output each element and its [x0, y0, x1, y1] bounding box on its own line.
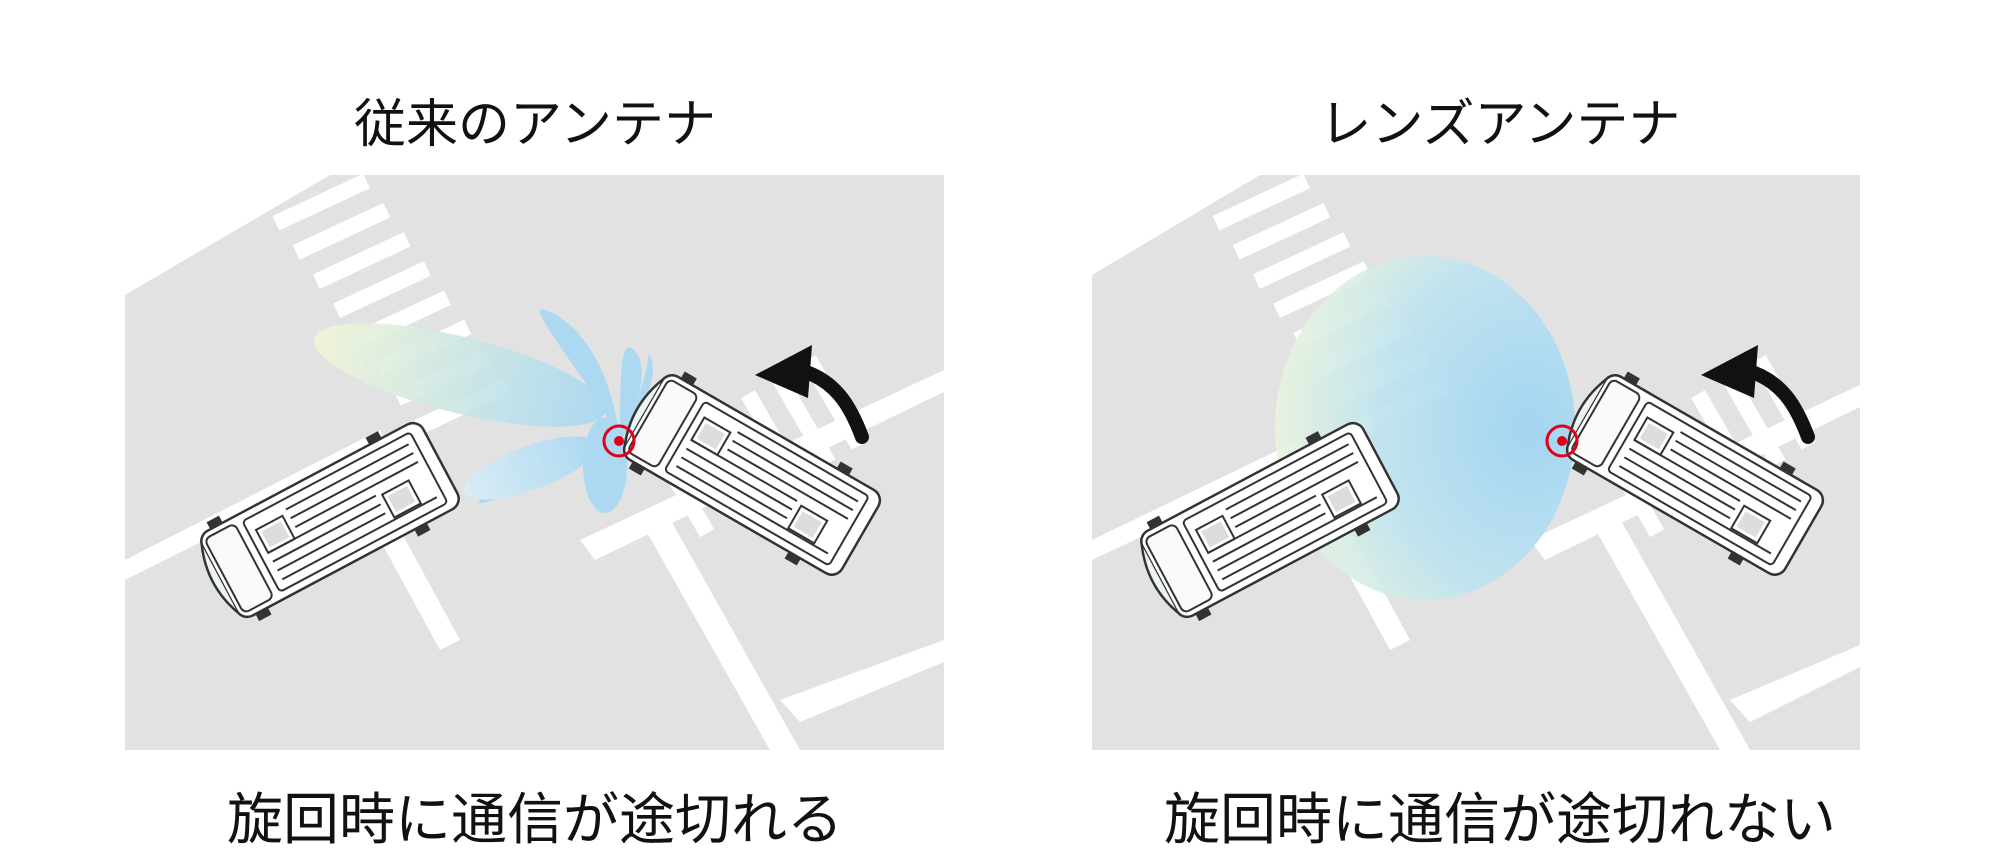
antenna-marker-icon — [1545, 424, 1579, 458]
left-panel-title: 従来のアンテナ — [354, 95, 716, 155]
right-diagram — [1092, 173, 1860, 750]
right-panel-caption: 旋回時に通信が途切れない — [1164, 788, 1836, 853]
antenna-marker-icon — [602, 424, 636, 458]
curved-arrow-icon — [755, 345, 869, 444]
curved-arrow-icon — [1701, 345, 1815, 444]
right-panel-title: レンズアンテナ — [1319, 95, 1681, 155]
left-diagram — [125, 173, 944, 750]
left-panel-caption: 旋回時に通信が途切れる — [227, 788, 843, 853]
